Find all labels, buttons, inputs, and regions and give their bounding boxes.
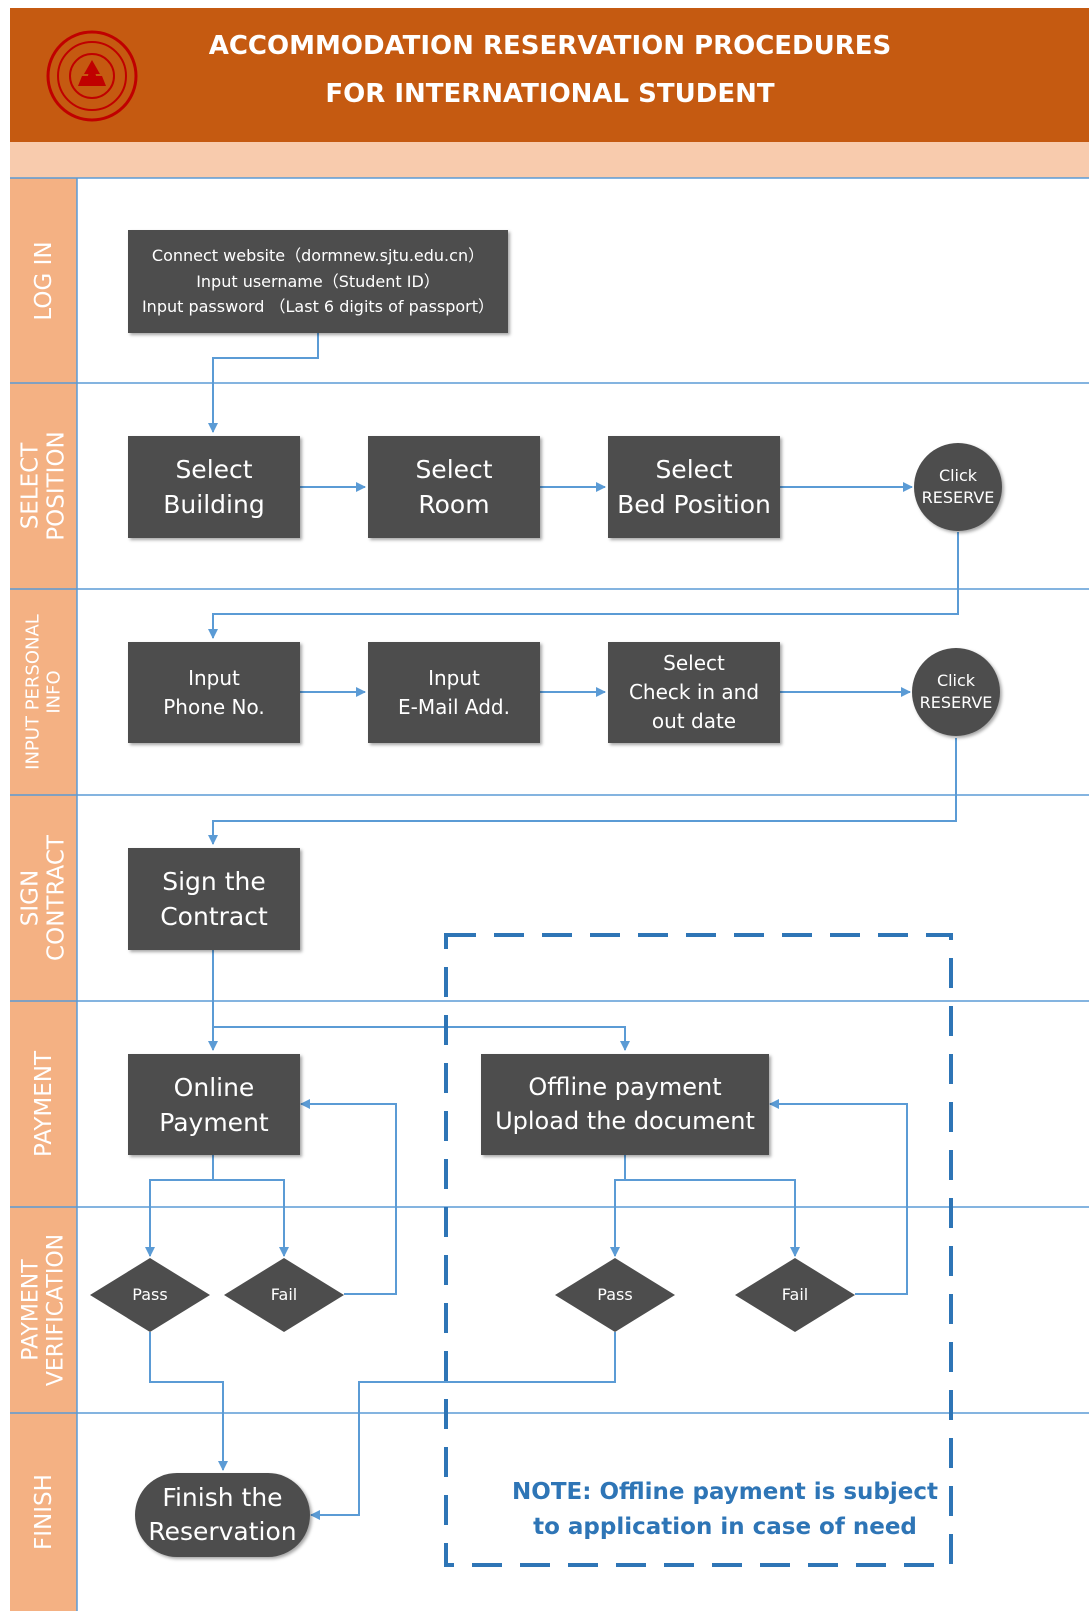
select-bed-line-1: Select — [655, 455, 733, 484]
lane-sign-contract: SIGN CONTRACT — [10, 795, 77, 1001]
offline-pass-diamond — [555, 1258, 675, 1332]
select-bed-box: Select Bed Position — [608, 436, 780, 538]
note-line-2: to application in case of need — [533, 1513, 917, 1540]
lane-label-sign: SIGN — [17, 869, 44, 927]
lane-label-payment: PAYMENT — [30, 1050, 57, 1158]
header-banner — [10, 8, 1089, 142]
select-dates-line-1: Select — [663, 651, 725, 675]
lane-label-info: INFO — [42, 670, 64, 714]
title-line-2: FOR INTERNATIONAL STUDENT — [325, 79, 775, 109]
lane-finish: FINISH — [10, 1413, 77, 1611]
select-room-line-1: Select — [415, 455, 493, 484]
select-building-line-2: Building — [163, 490, 265, 519]
lane-label-finish: FINISH — [30, 1474, 57, 1550]
university-seal-icon — [46, 30, 138, 122]
offline-payment-box: Offline payment Upload the document — [481, 1054, 769, 1155]
login-steps-box: Connect website（dormnew.sjtu.edu.cn） Inp… — [128, 230, 508, 333]
input-email-line-1: Input — [428, 665, 480, 690]
note-line-1: NOTE: Offline payment is subject — [512, 1479, 938, 1505]
title-line-1: ACCOMMODATION RESERVATION PROCEDURES — [208, 31, 892, 61]
header-subband — [10, 142, 1089, 178]
lane-label-contract: CONTRACT — [43, 835, 70, 961]
lane-log-in: LOG IN — [10, 178, 77, 383]
online-pass-diamond — [90, 1258, 210, 1332]
online-payment-line-2: Payment — [159, 1107, 269, 1137]
reserve-2-line-2: RESERVE — [919, 693, 993, 712]
click-reserve-circle-1: Click RESERVE — [914, 443, 1002, 531]
input-phone-box: Input Phone No. — [128, 642, 300, 743]
select-dates-line-3: out date — [651, 709, 737, 733]
offline-payment-note: NOTE: Offline payment is subject to appl… — [500, 1475, 950, 1544]
select-room-box: Select Room — [368, 436, 540, 538]
select-dates-line-2: Check in and — [628, 680, 760, 704]
lane-label-select: SELECT — [17, 442, 44, 530]
select-dates-box: Select Check in and out date — [608, 642, 780, 743]
lane-input-personal-info: INPUT PERSONAL INFO — [10, 589, 77, 795]
online-fail-label: Fail — [270, 1285, 298, 1304]
online-payment-box: Online Payment — [128, 1054, 300, 1155]
lane-label-log-in: LOG IN — [30, 240, 57, 321]
lane-label-position: POSITION — [43, 431, 70, 541]
input-email-line-2: E-Mail Add. — [398, 694, 510, 719]
login-line-website: Connect website（dormnew.sjtu.edu.cn） — [151, 246, 485, 266]
lane-strip — [10, 178, 77, 1611]
finish-line-1: Finish the — [162, 1483, 283, 1513]
input-phone-line-2: Phone No. — [163, 694, 265, 719]
reserve-2-line-1: Click — [936, 671, 976, 691]
lane-payment: PAYMENT — [10, 1001, 77, 1207]
select-building-box: Select Building — [128, 436, 300, 538]
offline-payment-line-2: Upload the document — [495, 1106, 755, 1135]
input-phone-line-1: Input — [188, 665, 240, 690]
select-room-line-2: Room — [418, 490, 490, 519]
reserve-1-line-1: Click — [938, 466, 978, 486]
select-bed-line-2: Bed Position — [617, 490, 771, 519]
online-fail-diamond — [224, 1258, 344, 1332]
input-email-box: Input E-Mail Add. — [368, 642, 540, 743]
offline-fail-label: Fail — [781, 1285, 809, 1304]
lane-label-input-personal: INPUT PERSONAL — [21, 614, 43, 770]
login-line-username: Input username（Student ID） — [196, 271, 440, 291]
click-reserve-circle-2: Click RESERVE — [912, 648, 1000, 736]
sign-contract-line-2: Contract — [160, 902, 268, 931]
login-line-password: Input password （Last 6 digits of passpor… — [141, 297, 495, 317]
offline-fail-diamond — [735, 1258, 855, 1332]
lane-label-verification: VERIFICATION — [43, 1233, 69, 1387]
lane-select-position: SELECT POSITION — [10, 383, 77, 589]
reserve-1-line-2: RESERVE — [921, 488, 995, 507]
select-building-line-1: Select — [175, 455, 253, 484]
lane-payment-verification: PAYMENT VERIFICATION — [10, 1207, 77, 1413]
finish-line-2: Reservation — [148, 1517, 297, 1546]
lane-label-payment-2: PAYMENT — [18, 1259, 44, 1361]
online-payment-line-1: Online — [173, 1072, 255, 1102]
offline-pass-label: Pass — [597, 1285, 633, 1304]
sign-contract-box: Sign the Contract — [128, 848, 300, 950]
online-pass-label: Pass — [132, 1285, 168, 1304]
finish-reservation-terminal: Finish the Reservation — [135, 1473, 310, 1557]
offline-payment-line-1: Offline payment — [528, 1072, 722, 1101]
sign-contract-line-1: Sign the — [162, 867, 266, 896]
